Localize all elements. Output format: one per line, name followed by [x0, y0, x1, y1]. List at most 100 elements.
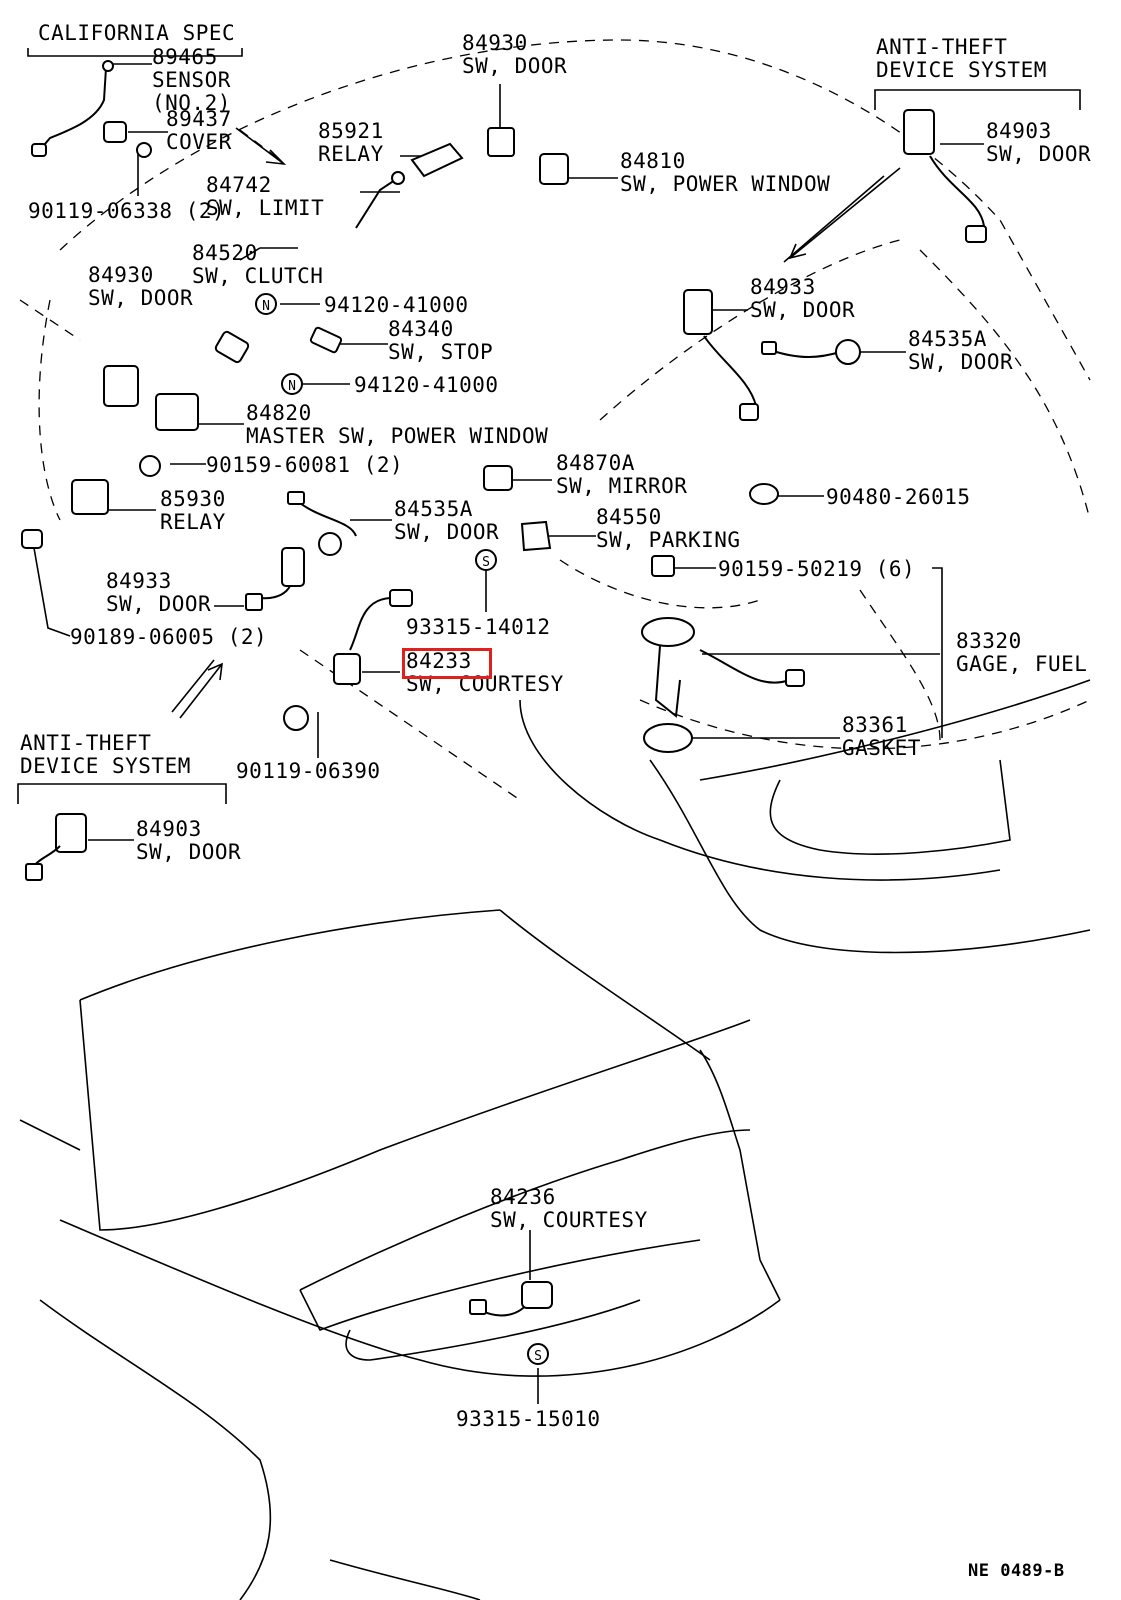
part-label-line: DEVICE SYSTEM [20, 754, 191, 778]
part-label-line: ANTI-THEFT [876, 35, 1008, 59]
part-label-line: 94120-41000 [324, 293, 469, 317]
part-label-line: 84933 [106, 569, 172, 593]
part-label-line: SW, MIRROR [556, 474, 688, 498]
part-label-line: SW, DOOR [908, 350, 1014, 374]
part-label-line: 84903 [986, 119, 1052, 143]
part-label-line: 84810 [620, 149, 686, 173]
part-label-line: 84535A [394, 497, 473, 521]
part-label-line: SW, LIMIT [206, 196, 325, 220]
part-label-line: 90189-06005 (2) [70, 625, 268, 649]
part-label-line: 90119-06338 (2) [28, 199, 226, 223]
part-label-line: 84236 [490, 1185, 556, 1209]
part-label-line: SW, DOOR [88, 286, 194, 310]
part-label-ref-code: NE 0489-B [968, 1560, 1065, 1583]
part-label-line: SW, DOOR [986, 142, 1092, 166]
part-label-line: 85930 [160, 487, 226, 511]
part-label-line: 84930 [462, 31, 528, 55]
part-label-line: ANTI-THEFT [20, 731, 152, 755]
part-label-line: 84930 [88, 263, 154, 287]
part-label-line: NE 0489-B [968, 1561, 1065, 1581]
highlight-box-84233 [402, 648, 492, 679]
part-label-94120-41000-b: 94120-41000 [354, 374, 499, 397]
part-label-line: GASKET [842, 736, 921, 760]
part-label-line: SW, PARKING [596, 528, 741, 552]
part-label-line: COVER [166, 130, 232, 154]
part-label-line: 94120-41000 [354, 373, 499, 397]
part-label-line: SW, CLUTCH [192, 264, 324, 288]
part-label-line: RELAY [160, 510, 226, 534]
part-label-line: RELAY [318, 142, 384, 166]
part-label-line: 84340 [388, 317, 454, 341]
part-label-line: 84233 [406, 649, 472, 673]
part-label-line: 89465 [152, 45, 218, 69]
part-label-line: SENSOR [152, 68, 231, 92]
part-label-90159-60081: 90159-60081 (2) [206, 454, 403, 477]
s-symbol: S [534, 1349, 542, 1364]
part-label-line: 90480-26015 [826, 485, 971, 509]
n-symbol: N [262, 299, 270, 314]
part-label-line: 90159-60081 (2) [206, 453, 404, 477]
part-label-line: DEVICE SYSTEM [876, 58, 1047, 82]
part-label-line: SW, POWER WINDOW [620, 172, 831, 196]
part-label-line: 93315-14012 [406, 615, 551, 639]
part-label-line: 93315-15010 [456, 1407, 601, 1431]
part-label-line: SW, COURTESY [490, 1208, 648, 1232]
part-label-line: 85921 [318, 119, 384, 143]
part-label-california-spec: CALIFORNIA SPEC [38, 22, 235, 45]
part-label-line: 83320 [956, 629, 1022, 653]
s-symbol: S [482, 555, 490, 570]
part-label-90189-06005: 90189-06005 (2) [70, 626, 267, 649]
part-label-line: CALIFORNIA SPEC [38, 21, 236, 45]
part-label-line: SW, DOOR [136, 840, 242, 864]
part-label-line: 84903 [136, 817, 202, 841]
part-label-90159-50219: 90159-50219 (6) [718, 558, 915, 581]
part-label-line: 83361 [842, 713, 908, 737]
n-symbol: N [288, 379, 296, 394]
part-label-90480-26015: 90480-26015 [826, 486, 971, 509]
part-label-line: 84870A [556, 451, 635, 475]
part-label-90119-06338: 90119-06338 (2) [28, 200, 225, 223]
part-label-line: 84535A [908, 327, 987, 351]
part-label-line: 90159-50219 (6) [718, 557, 916, 581]
part-label-line: MASTER SW, POWER WINDOW [246, 424, 549, 448]
part-label-line: 84742 [206, 173, 272, 197]
part-label-93315-14012: 93315-14012 [406, 616, 551, 639]
part-label-line: SW, DOOR [750, 298, 856, 322]
part-label-line: SW, DOOR [462, 54, 568, 78]
part-label-line: 90119-06390 [236, 759, 381, 783]
part-label-94120-41000-a: 94120-41000 [324, 294, 469, 317]
part-label-line: GAGE, FUEL [956, 652, 1088, 676]
part-label-line: 84520 [192, 241, 258, 265]
part-label-93315-15010: 93315-15010 [456, 1408, 601, 1431]
part-label-line: SW, STOP [388, 340, 494, 364]
part-label-line: 84820 [246, 401, 312, 425]
part-label-line: 84550 [596, 505, 662, 529]
part-label-line: SW, DOOR [394, 520, 500, 544]
part-label-line: (NO.2) [152, 91, 231, 115]
part-label-line: 89437 [166, 107, 232, 131]
part-label-line: 84933 [750, 275, 816, 299]
